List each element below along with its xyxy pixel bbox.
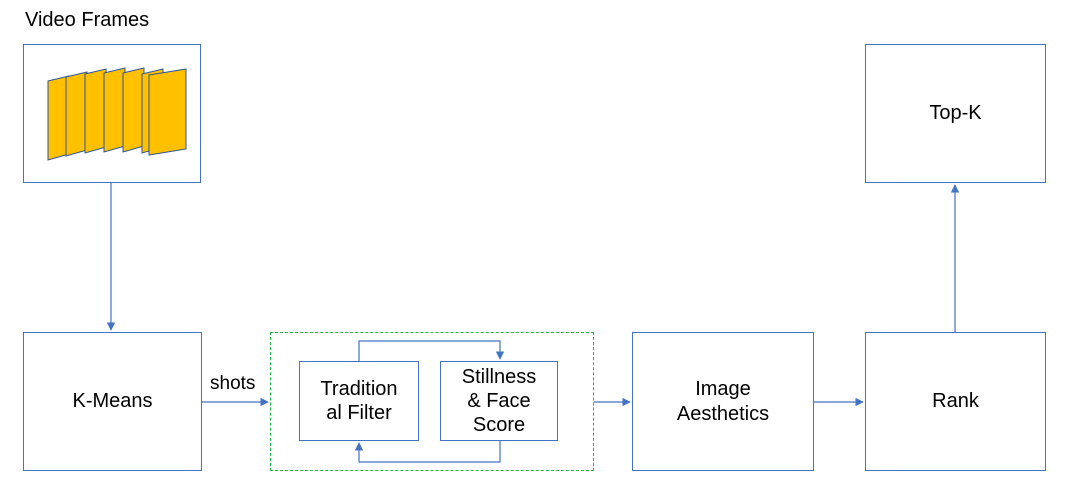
topk-box: Top-K — [865, 44, 1046, 183]
shots-label: shots — [210, 373, 256, 394]
kmeans-box: K-Means — [23, 332, 202, 471]
video-frames-icon — [47, 67, 187, 161]
traditional-filter-box: Tradition al Filter — [299, 361, 419, 441]
arrow-filter-to-stillness — [358, 340, 505, 361]
frame-7 — [148, 68, 187, 156]
video-frames-title: Video Frames — [25, 9, 150, 31]
topk-label: Top-K — [929, 102, 982, 124]
kmeans-label: K-Means — [72, 390, 153, 412]
traditional-filter-label: Tradition al Filter — [320, 378, 398, 424]
image-aesthetics-box: Image Aesthetics — [632, 332, 814, 471]
stillness-face-label: Stillness & Face Score — [461, 366, 537, 436]
rank-box: Rank — [865, 332, 1046, 471]
video-frames-box — [23, 44, 201, 183]
frame-stack — [47, 67, 187, 161]
filter-group — [270, 332, 594, 471]
arrow-stillness-to-filter — [354, 441, 501, 463]
stillness-face-box: Stillness & Face Score — [440, 361, 558, 441]
rank-label: Rank — [932, 390, 979, 412]
image-aesthetics-label: Image Aesthetics — [676, 377, 770, 425]
